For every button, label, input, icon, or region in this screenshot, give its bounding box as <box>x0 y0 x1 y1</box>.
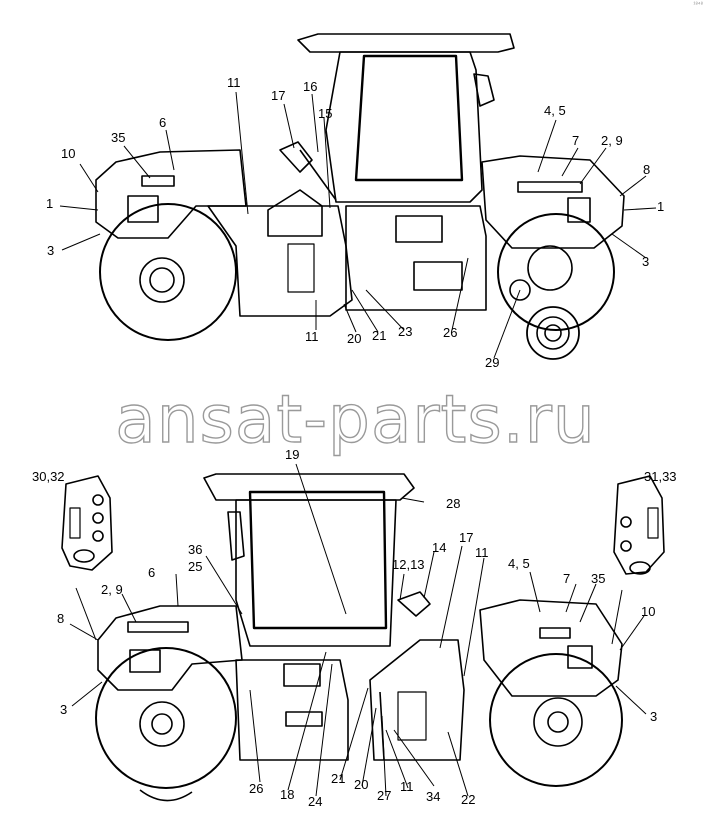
callout-label: 3 <box>47 243 55 258</box>
leader-lines <box>59 91 657 797</box>
callout-label: 3 <box>60 702 68 717</box>
decal-plate-left <box>61 475 113 571</box>
callout-label: 20 <box>347 331 362 346</box>
engine-hood-2 <box>369 639 465 761</box>
callout-label: 24 <box>308 794 323 809</box>
callout-label: 22 <box>461 792 476 807</box>
callout-label: 20 <box>354 777 369 792</box>
callout-label: 36 <box>188 542 203 557</box>
callout-label: 35 <box>591 571 606 586</box>
rear-frame <box>481 155 625 249</box>
callout-label: 8 <box>57 611 65 626</box>
callout-label: 23 <box>398 324 413 339</box>
callout-label: 35 <box>111 130 126 145</box>
callout-label: 29 <box>485 355 500 370</box>
callout-label: 8 <box>643 162 651 177</box>
callout-label: 11 <box>305 329 319 344</box>
callout-label: 21 <box>331 771 346 786</box>
cab-body-2 <box>235 499 397 647</box>
callout-label: 31,33 <box>644 469 677 484</box>
cab-window <box>354 54 464 182</box>
front-drum-2 <box>95 647 237 789</box>
rear-drum <box>497 213 615 331</box>
roller-bottom-view <box>95 473 623 802</box>
spare-wheel <box>526 306 580 360</box>
callout-label: 26 <box>249 781 264 796</box>
watermark: ansat-parts.ru <box>115 381 596 458</box>
callout-label: 1 <box>46 196 54 211</box>
corner-mark: ¹⁸⁴⁸ <box>693 2 703 8</box>
callout-label: 21 <box>372 328 387 343</box>
callout-label: 14 <box>432 540 447 555</box>
callout-label: 6 <box>148 565 156 580</box>
callout-label: 4, 5 <box>508 556 530 571</box>
callout-label: 2, 9 <box>101 582 123 597</box>
callout-label: 3 <box>642 254 650 269</box>
callout-label: 15 <box>318 106 333 121</box>
callout-label: 11 <box>475 545 489 560</box>
callout-label: 6 <box>159 115 167 130</box>
callout-label: 27 <box>377 788 392 803</box>
callout-label: 25 <box>188 559 203 574</box>
front-drum <box>99 203 237 341</box>
callout-label: 17 <box>271 88 286 103</box>
callout-label: 18 <box>280 787 295 802</box>
callout-label: 1 <box>657 199 665 214</box>
callout-label: 4, 5 <box>544 103 566 118</box>
callout-label: 2, 9 <box>601 133 623 148</box>
callout-label: 7 <box>563 571 571 586</box>
decal-plate-right <box>613 475 665 575</box>
rear-frame-2 <box>479 599 623 697</box>
callout-label: 19 <box>285 447 300 462</box>
engine-body <box>207 205 353 317</box>
callout-label: 11 <box>227 75 241 90</box>
callout-label: 16 <box>303 79 318 94</box>
roller-top-view <box>95 33 625 360</box>
callout-label: 10 <box>641 604 656 619</box>
callout-label: 11 <box>400 779 414 794</box>
cab-window-2 <box>248 490 388 630</box>
callout-label: 10 <box>61 146 76 161</box>
cab-body <box>325 51 483 203</box>
callout-label: 30,32 <box>32 469 65 484</box>
cab-roof-2 <box>203 473 415 501</box>
callout-label: 26 <box>443 325 458 340</box>
engine-body-2 <box>235 659 349 761</box>
callout-label: 3 <box>650 709 658 724</box>
cab-roof <box>297 33 515 53</box>
callout-label: 12,13 <box>392 557 425 572</box>
callout-label: 7 <box>572 133 580 148</box>
callout-label: 34 <box>426 789 441 804</box>
rear-drum-2 <box>489 653 623 787</box>
callout-label: 28 <box>446 496 461 511</box>
callout-label: 17 <box>459 530 474 545</box>
